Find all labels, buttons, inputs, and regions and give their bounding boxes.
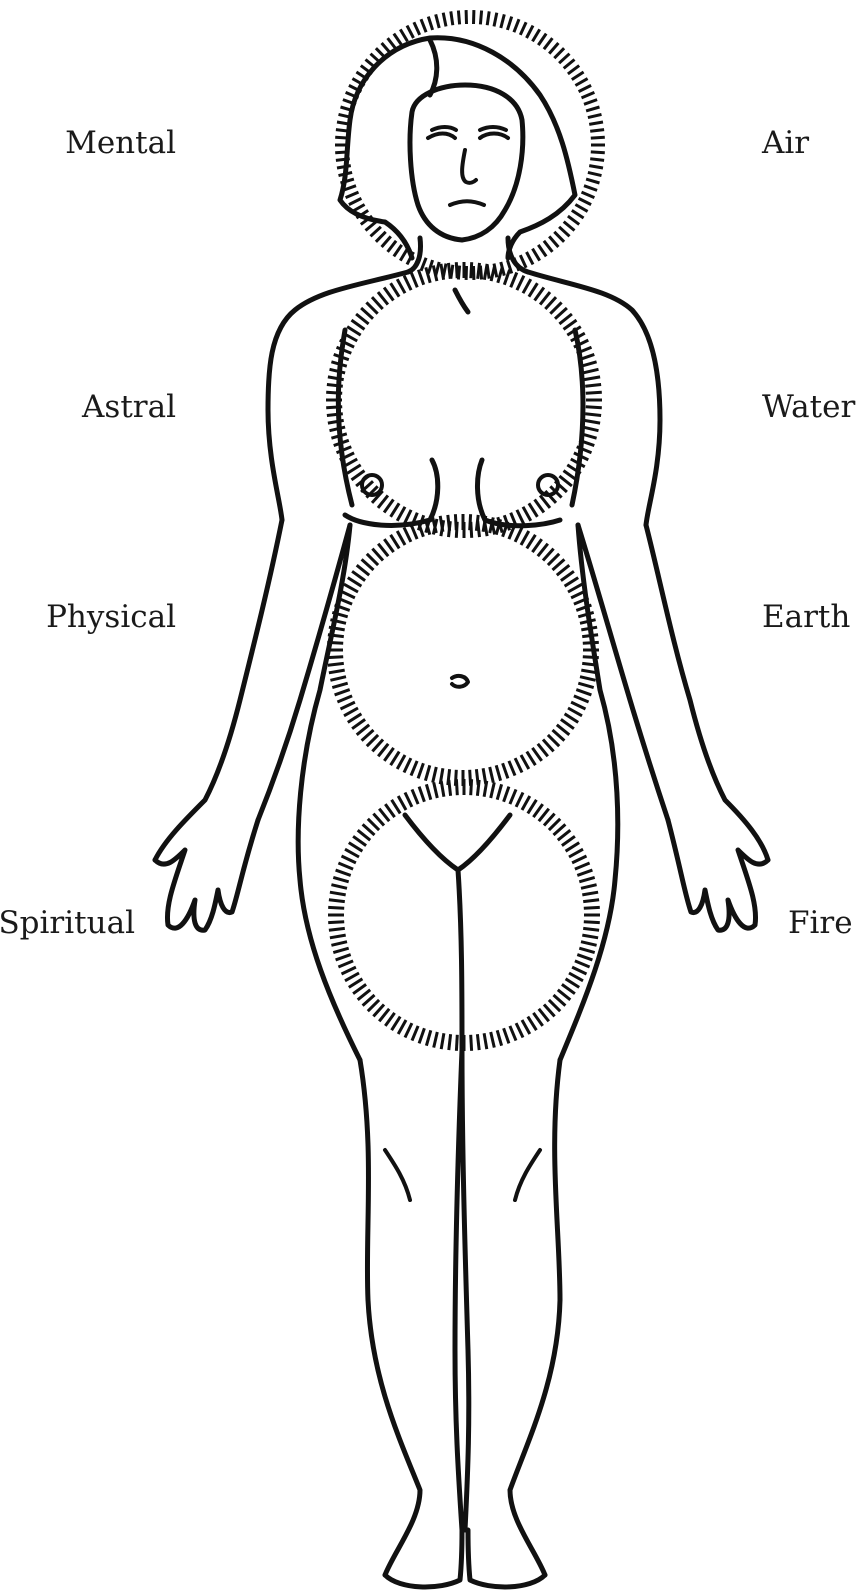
pelvis-lines xyxy=(405,815,510,1050)
label-air: Air xyxy=(762,128,809,159)
legs-outline xyxy=(360,1050,560,1575)
label-spiritual: Spiritual xyxy=(0,908,135,939)
label-mental: Mental xyxy=(65,128,176,159)
label-earth: Earth xyxy=(762,602,850,633)
aura-physical-earth xyxy=(327,514,599,786)
aura-circles xyxy=(326,10,605,1051)
neck xyxy=(408,238,528,312)
feet xyxy=(385,1530,545,1587)
hair-outline xyxy=(340,38,575,258)
right-hand xyxy=(668,820,768,930)
label-astral: Astral xyxy=(82,392,176,423)
nose-mouth xyxy=(450,150,484,205)
right-arm xyxy=(578,525,768,860)
eyes xyxy=(428,127,508,138)
label-water: Water xyxy=(762,392,855,423)
label-fire: Fire xyxy=(788,908,853,939)
label-physical: Physical xyxy=(46,602,176,633)
navel xyxy=(452,676,468,687)
face-outline xyxy=(410,85,523,240)
